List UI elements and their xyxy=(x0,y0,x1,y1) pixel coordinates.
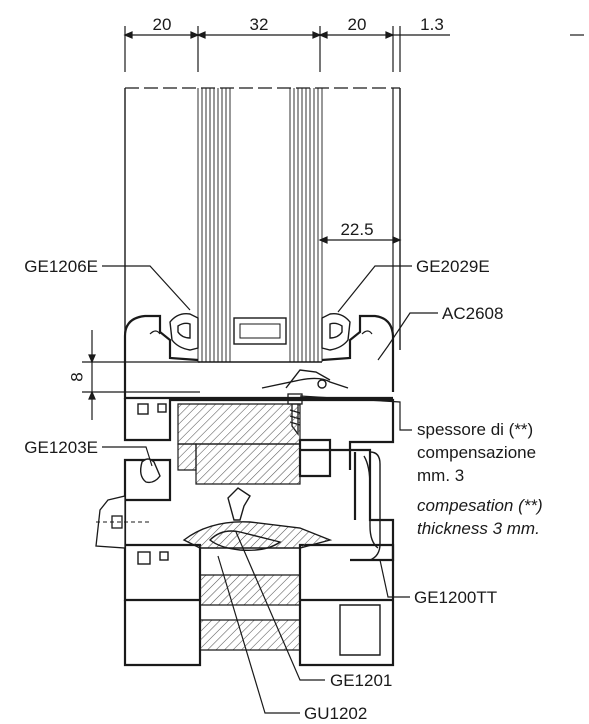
ge1203e-gasket xyxy=(139,458,161,484)
note-it-line-1: spessore di (**) xyxy=(417,420,533,439)
label-ge2029e: GE2029E xyxy=(416,257,490,276)
rebate-dimension xyxy=(318,236,402,244)
gasket-left xyxy=(169,312,199,351)
top-dimension-chain xyxy=(123,26,450,72)
hardware xyxy=(95,495,150,549)
glazing-unit xyxy=(124,87,401,363)
height-dimension xyxy=(82,330,200,420)
frame-upper xyxy=(123,398,395,478)
dim-top-3: 20 xyxy=(348,15,367,34)
thermal-break-lower xyxy=(182,521,333,651)
note-it-line-2: compensazione xyxy=(417,443,536,462)
leader-lines xyxy=(102,265,438,714)
dim-top-4: 1.3 xyxy=(420,15,444,34)
compensation-note: spessore di (**) compensazione mm. 3 com… xyxy=(417,420,543,538)
dim-rebate: 22.5 xyxy=(340,220,373,239)
central-gasket xyxy=(208,487,282,552)
label-ge1206e: GE1206E xyxy=(24,257,98,276)
label-ge1203e: GE1203E xyxy=(24,438,98,457)
ge1200tt-gasket xyxy=(363,451,381,561)
label-ge1201: GE1201 xyxy=(330,671,392,690)
thermal-break-upper xyxy=(177,403,301,485)
label-ac2608: AC2608 xyxy=(442,304,503,323)
dim-height: 8 xyxy=(67,372,86,381)
dim-top-1: 20 xyxy=(153,15,172,34)
ac2608-clip xyxy=(261,369,349,389)
label-ge1200tt: GE1200TT xyxy=(414,588,497,607)
sash-profile xyxy=(123,314,395,400)
label-gu1202: GU1202 xyxy=(304,704,367,723)
note-it-line-3: mm. 3 xyxy=(417,466,464,485)
dim-top-2: 32 xyxy=(250,15,269,34)
note-en-line-2: thickness 3 mm. xyxy=(417,519,540,538)
note-en-line-1: compesation (**) xyxy=(417,496,543,515)
gasket-right xyxy=(321,312,351,351)
